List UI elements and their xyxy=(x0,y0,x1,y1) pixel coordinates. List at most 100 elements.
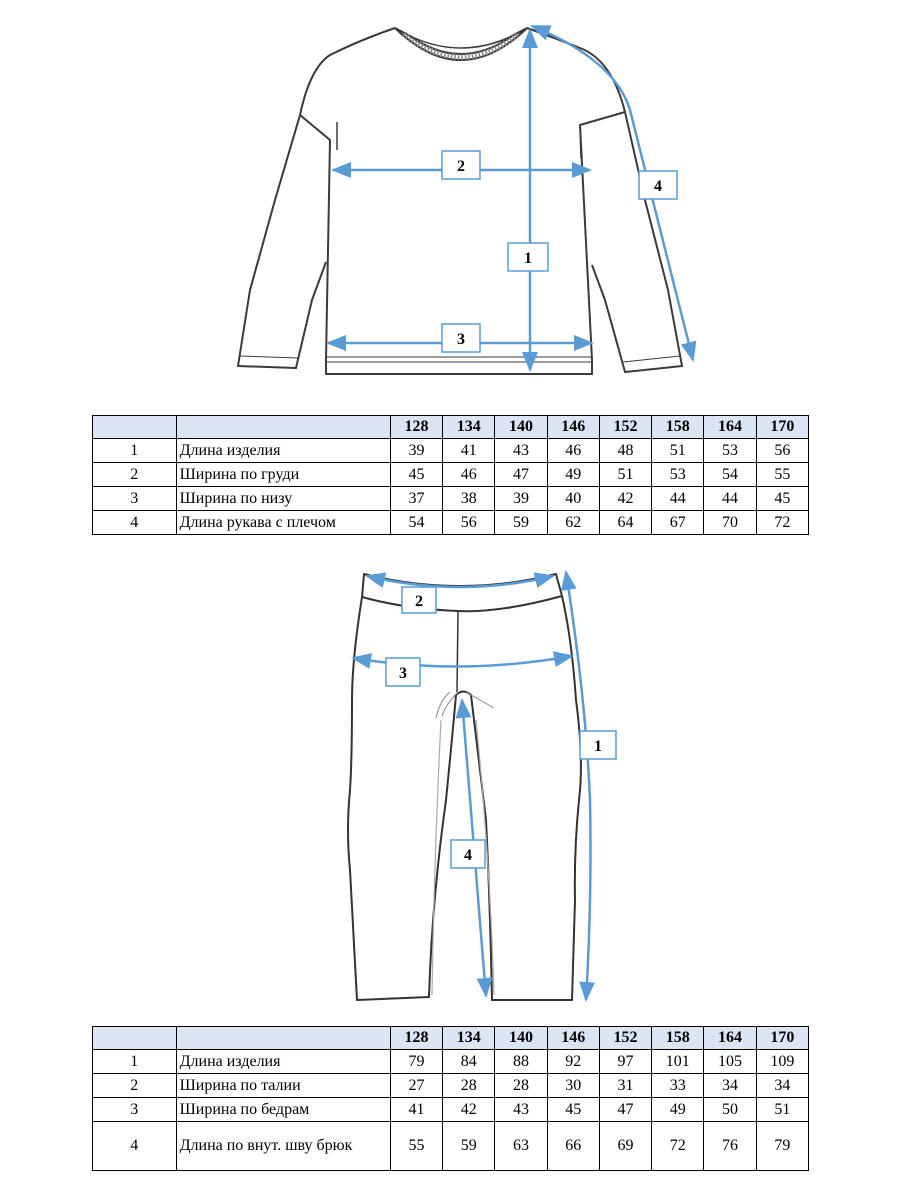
cell-value: 56 xyxy=(755,438,810,463)
header-corner-num xyxy=(92,415,177,439)
pants-outline xyxy=(347,573,582,1001)
cell-value: 42 xyxy=(598,486,653,511)
table-row: 3 Ширина по низу 37 38 39 40 42 44 44 45 xyxy=(92,486,810,511)
size-header: 146 xyxy=(546,415,600,439)
table-row: 3 Ширина по бедрам 41 42 43 45 47 49 50 … xyxy=(92,1097,810,1122)
measure-line-waist xyxy=(365,572,555,589)
marker-3: 3 xyxy=(385,657,421,687)
cell-value: 45 xyxy=(546,1097,600,1122)
cell-value: 47 xyxy=(494,462,548,487)
cell-value: 41 xyxy=(442,438,496,463)
cell-value: 105 xyxy=(703,1049,757,1074)
row-number: 1 xyxy=(92,1049,177,1074)
row-label: Длина изделия xyxy=(175,1049,391,1074)
marker-2: 2 xyxy=(441,150,481,180)
svg-text:3: 3 xyxy=(457,331,465,348)
size-header: 158 xyxy=(651,1026,705,1050)
cell-value: 72 xyxy=(651,1121,705,1171)
cell-value: 46 xyxy=(546,438,600,463)
size-header: 152 xyxy=(598,415,653,439)
pants-size-table: 128 134 140 146 152 158 164 170 1 Длина … xyxy=(92,1026,810,1171)
size-header: 164 xyxy=(703,415,757,439)
cell-value: 55 xyxy=(755,462,810,487)
size-header: 152 xyxy=(598,1026,653,1050)
cell-value: 44 xyxy=(651,486,705,511)
cell-value: 49 xyxy=(546,462,600,487)
row-label: Ширина по талии xyxy=(175,1073,391,1098)
cell-value: 54 xyxy=(389,510,444,535)
cell-value: 64 xyxy=(598,510,653,535)
cell-value: 66 xyxy=(546,1121,600,1171)
cell-value: 50 xyxy=(703,1097,757,1122)
cell-value: 47 xyxy=(598,1097,653,1122)
pants-diagram: 1 2 3 4 xyxy=(347,570,617,1002)
cell-value: 49 xyxy=(651,1097,705,1122)
cell-value: 46 xyxy=(442,462,496,487)
cell-value: 62 xyxy=(546,510,600,535)
table-row: 1 Длина изделия 79 84 88 92 97 101 105 1… xyxy=(92,1049,810,1074)
size-header: 164 xyxy=(703,1026,757,1050)
cell-value: 101 xyxy=(651,1049,705,1074)
cell-value: 40 xyxy=(546,486,600,511)
cell-value: 79 xyxy=(389,1049,444,1074)
marker-3: 3 xyxy=(441,323,481,353)
size-header: 128 xyxy=(389,415,444,439)
row-label: Длина рукава с плечом xyxy=(175,510,391,535)
size-header-row: 128 134 140 146 152 158 164 170 xyxy=(92,1026,810,1050)
svg-text:1: 1 xyxy=(594,738,602,755)
cell-value: 92 xyxy=(546,1049,600,1074)
row-label: Ширина по низу xyxy=(175,486,391,511)
size-header: 140 xyxy=(494,1026,548,1050)
row-number: 3 xyxy=(92,1097,177,1122)
pants-measure-lines xyxy=(351,570,596,1002)
cell-value: 56 xyxy=(442,510,496,535)
size-header: 134 xyxy=(442,415,496,439)
table-row: 1 Длина изделия 39 41 43 46 48 51 53 56 xyxy=(92,438,810,463)
cell-value: 30 xyxy=(546,1073,600,1098)
cell-value: 69 xyxy=(598,1121,653,1171)
cell-value: 55 xyxy=(389,1121,444,1171)
size-header: 134 xyxy=(442,1026,496,1050)
row-number: 4 xyxy=(92,510,177,535)
cell-value: 59 xyxy=(442,1121,496,1171)
size-header: 170 xyxy=(755,415,810,439)
row-number: 2 xyxy=(92,1073,177,1098)
svg-text:1: 1 xyxy=(524,250,532,267)
cell-value: 97 xyxy=(598,1049,653,1074)
cell-value: 53 xyxy=(703,438,757,463)
cell-value: 37 xyxy=(389,486,444,511)
marker-4: 4 xyxy=(638,170,678,200)
cell-value: 67 xyxy=(651,510,705,535)
cell-value: 53 xyxy=(651,462,705,487)
marker-4: 4 xyxy=(450,839,486,869)
cell-value: 43 xyxy=(494,1097,548,1122)
marker-2: 2 xyxy=(401,586,437,614)
measure-line-sleeve xyxy=(530,24,697,362)
svg-text:4: 4 xyxy=(654,178,662,195)
row-label: Длина по внут. шву брюк xyxy=(175,1121,391,1171)
cell-value: 63 xyxy=(494,1121,548,1171)
marker-1: 1 xyxy=(579,730,617,760)
cell-value: 59 xyxy=(494,510,548,535)
row-label: Ширина по груди xyxy=(175,462,391,487)
pants-marker-boxes: 1 2 3 4 xyxy=(385,586,617,869)
cell-value: 45 xyxy=(755,486,810,511)
cell-value: 41 xyxy=(389,1097,444,1122)
cell-value: 43 xyxy=(494,438,548,463)
cell-value: 28 xyxy=(494,1073,548,1098)
svg-text:3: 3 xyxy=(399,665,407,682)
cell-value: 34 xyxy=(703,1073,757,1098)
row-number: 2 xyxy=(92,462,177,487)
cell-value: 42 xyxy=(442,1097,496,1122)
row-number: 3 xyxy=(92,486,177,511)
cell-value: 88 xyxy=(494,1049,548,1074)
cell-value: 76 xyxy=(703,1121,757,1171)
cell-value: 51 xyxy=(755,1097,810,1122)
cell-value: 33 xyxy=(651,1073,705,1098)
cell-value: 45 xyxy=(389,462,444,487)
sweater-size-table: 128 134 140 146 152 158 164 170 1 Длина … xyxy=(92,415,810,535)
sweater-collar xyxy=(394,27,528,61)
row-label: Длина изделия xyxy=(175,438,391,463)
sweater-outline xyxy=(237,27,683,375)
cell-value: 28 xyxy=(442,1073,496,1098)
